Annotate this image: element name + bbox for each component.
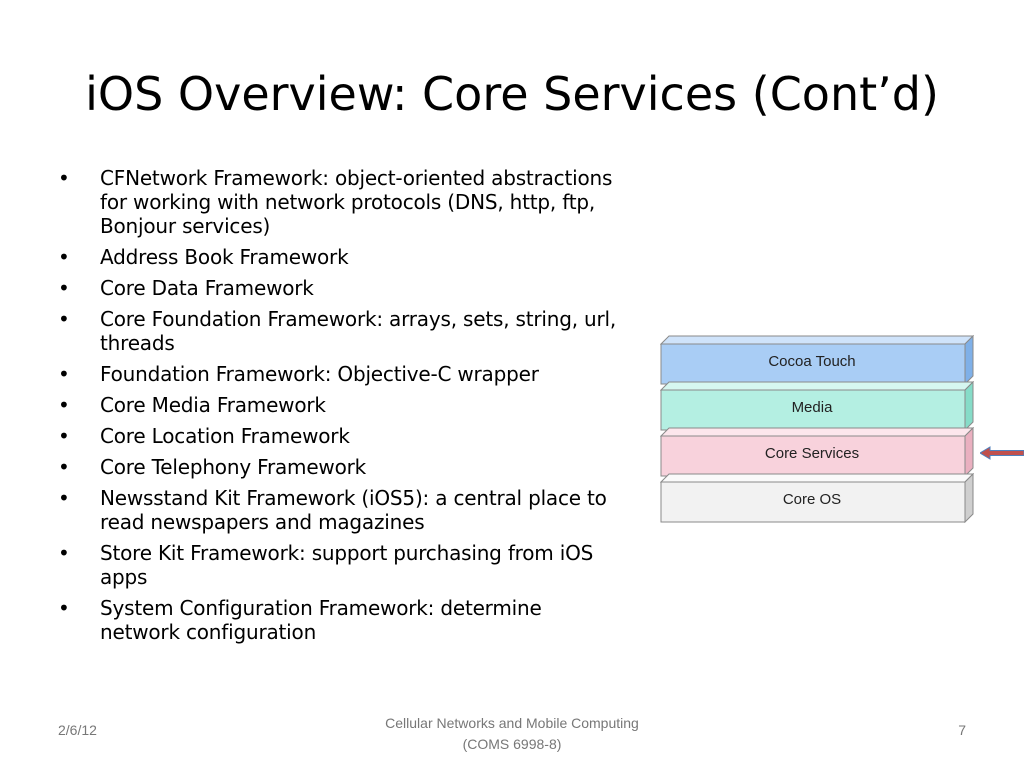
layer-box	[660, 381, 974, 431]
bullet-text-line: Core Telephony Framework	[100, 455, 367, 479]
layer-side-face	[964, 427, 974, 477]
layer-label: Core OS	[782, 491, 842, 508]
bullet-text-line: System Configuration Framework: determin…	[100, 596, 542, 620]
layer-side-face	[964, 381, 974, 431]
layer-label: Cocoa Touch	[768, 353, 856, 370]
bullet-item: • Address Book Framework	[58, 245, 658, 269]
layer-side-face	[964, 335, 974, 385]
bullet-dot: •	[58, 596, 70, 620]
bullet-dot: •	[58, 393, 70, 417]
bullet-text-line: read newspapers and magazines	[100, 510, 425, 534]
bullet-text-line: network configuration	[100, 620, 317, 644]
bullet-text-line: for working with network protocols (DNS,…	[100, 190, 595, 214]
layer-box	[660, 335, 974, 385]
bullet-text-line: Foundation Framework: Objective-C wrappe…	[100, 362, 539, 386]
bullet-item: • Core Foundation Framework: arrays, sets…	[58, 307, 658, 355]
layer-box	[660, 473, 974, 523]
bullet-text-line: Address Book Framework	[100, 245, 349, 269]
bullet-dot: •	[58, 245, 70, 269]
bullet-text-line: Core Location Framework	[100, 424, 350, 448]
bullet-text-line: Core Data Framework	[100, 276, 314, 300]
bullet-text-line: Bonjour services)	[100, 214, 271, 238]
page-number: 7	[958, 722, 966, 738]
bullet-text-line: Core Foundation Framework: arrays, sets,…	[100, 307, 617, 331]
bullet-dot: •	[58, 276, 70, 300]
bullet-dot: •	[58, 166, 70, 190]
layer-core-services: Core Services	[660, 427, 980, 477]
slide-title: iOS Overview: Core Services (Cont’d)	[85, 67, 939, 121]
footer-course-line2: (COMS 6998-8)	[462, 736, 562, 752]
bullet-item: • Store Kit Framework: support purchasing…	[58, 541, 658, 589]
bullet-text-line: Core Media Framework	[100, 393, 326, 417]
layer-core-os: Core OS	[660, 473, 980, 523]
bullet-text-line: apps	[100, 565, 148, 589]
bullet-text-line: CFNetwork Framework: object-oriented abs…	[100, 166, 613, 190]
layer-box	[660, 427, 974, 477]
bullet-dot: •	[58, 486, 70, 510]
bullet-item: • Core Media Framework	[58, 393, 658, 417]
bullet-dot: •	[58, 424, 70, 448]
layer-front-face	[660, 481, 966, 523]
footer-date: 2/6/12	[58, 722, 97, 738]
layer-label: Core Services	[764, 445, 860, 462]
bullet-text-line: Newsstand Kit Framework (iOS5): a centra…	[100, 486, 607, 510]
bullet-dot: •	[58, 362, 70, 386]
layer-label: Media	[791, 399, 833, 416]
left-arrow-icon	[980, 446, 1024, 460]
bullet-text-line: threads	[100, 331, 175, 355]
layer-side-face	[964, 473, 974, 523]
bullet-item: • Core Telephony Framework	[58, 455, 658, 479]
bullet-item: • Newsstand Kit Framework (iOS5): a centr…	[58, 486, 658, 534]
bullet-text-line: Store Kit Framework: support purchasing …	[100, 541, 594, 565]
footer-course-line1: Cellular Networks and Mobile Computing	[385, 715, 639, 731]
bullet-dot: •	[58, 455, 70, 479]
layer-cocoa-touch: Cocoa Touch	[660, 335, 980, 385]
bullet-item: • Core Data Framework	[58, 276, 658, 300]
bullet-item: • System Configuration Framework: determi…	[58, 596, 658, 644]
bullet-item: • Foundation Framework: Objective-C wrapp…	[58, 362, 658, 386]
layer-front-face	[660, 343, 966, 385]
bullet-list: • CFNetwork Framework: object-oriented ab…	[58, 166, 658, 651]
layer-front-face	[660, 389, 966, 431]
bullet-item: • CFNetwork Framework: object-oriented ab…	[58, 166, 658, 238]
footer-course: Cellular Networks and Mobile Computing (…	[312, 713, 712, 755]
bullet-dot: •	[58, 307, 70, 331]
bullet-item: • Core Location Framework	[58, 424, 658, 448]
layer-media: Media	[660, 381, 980, 431]
bullet-dot: •	[58, 541, 70, 565]
